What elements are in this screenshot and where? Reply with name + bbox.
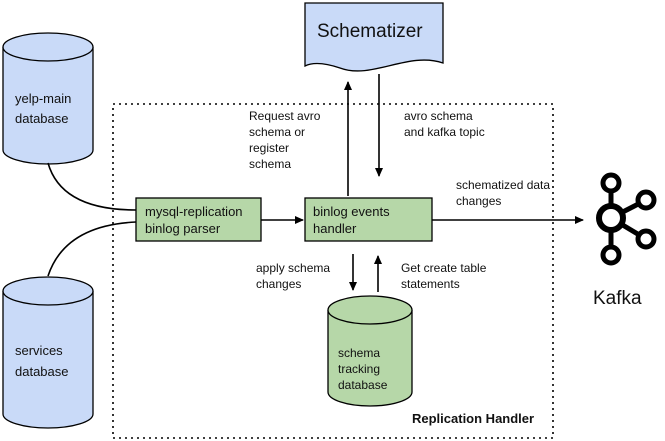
svg-text:register: register — [249, 141, 289, 155]
svg-text:Request avro: Request avro — [249, 109, 321, 123]
svg-text:and kafka topic: and kafka topic — [404, 125, 485, 139]
yelp-main-db-label-1: yelp-main — [15, 91, 71, 106]
binlog-events-handler-node: binlog events handler — [304, 197, 433, 242]
kafka-label: Kafka — [593, 288, 642, 309]
apply-schema-label: apply schema changes — [256, 261, 330, 291]
yelp-main-db-label-2: database — [15, 111, 69, 126]
svg-text:schema: schema — [249, 157, 291, 171]
svg-text:avro schema: avro schema — [404, 109, 473, 123]
replication-handler-boundary — [112, 103, 554, 439]
yelp-main-database: yelp-main database — [2, 32, 94, 165]
replication-handler-label: Replication Handler — [412, 411, 534, 426]
binlog-handler-label-1: binlog events — [313, 204, 390, 219]
svg-text:schema or: schema or — [249, 125, 305, 139]
schematizer-label: Schematizer — [317, 21, 423, 42]
services-database: services database — [2, 276, 94, 429]
schematizer-node: Schematizer — [304, 2, 444, 72]
binlog-parser-label-1: mysql-replication — [145, 204, 243, 219]
request-avro-label: Request avro schema or register schema — [249, 109, 321, 171]
svg-text:apply schema: apply schema — [256, 261, 330, 275]
svg-text:schematized data: schematized data — [456, 178, 550, 192]
svg-text:statements: statements — [401, 277, 460, 291]
services-to-parser-connector — [47, 221, 137, 277]
schematized-changes-label: schematized data changes — [456, 178, 550, 208]
binlog-parser-node: mysql-replication binlog parser — [135, 197, 262, 242]
binlog-handler-label-2: handler — [313, 221, 357, 236]
svg-text:changes: changes — [256, 277, 301, 291]
tracking-db-label-2: tracking — [338, 362, 380, 376]
yelp-to-parser-connector — [47, 162, 137, 211]
tracking-db-label-1: schema — [338, 346, 380, 360]
services-db-label-2: database — [15, 364, 69, 379]
kafka-icon — [596, 172, 657, 266]
services-db-label-1: services — [15, 343, 63, 358]
binlog-parser-label-2: binlog parser — [145, 221, 221, 236]
avro-schema-topic-label: avro schema and kafka topic — [404, 109, 485, 139]
svg-text:Get create table: Get create table — [401, 261, 487, 275]
get-create-table-label: Get create table statements — [401, 261, 487, 291]
svg-text:changes: changes — [456, 194, 501, 208]
schema-tracking-database: schema tracking database — [327, 295, 413, 407]
tracking-db-label-3: database — [338, 378, 388, 392]
